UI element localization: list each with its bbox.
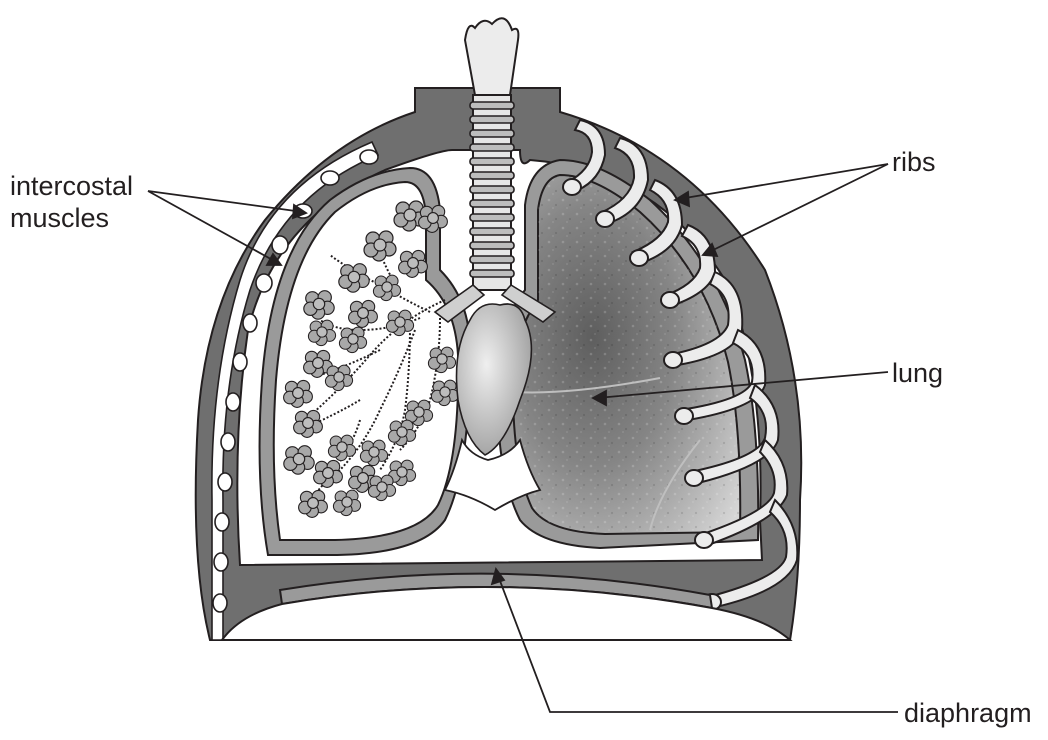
label-intercostal-line2: muscles bbox=[10, 203, 109, 233]
label-intercostal-line1: intercostal bbox=[10, 171, 133, 201]
label-ribs: ribs bbox=[892, 147, 936, 177]
label-diaphragm: diaphragm bbox=[904, 698, 1032, 728]
label-lung: lung bbox=[892, 358, 943, 388]
